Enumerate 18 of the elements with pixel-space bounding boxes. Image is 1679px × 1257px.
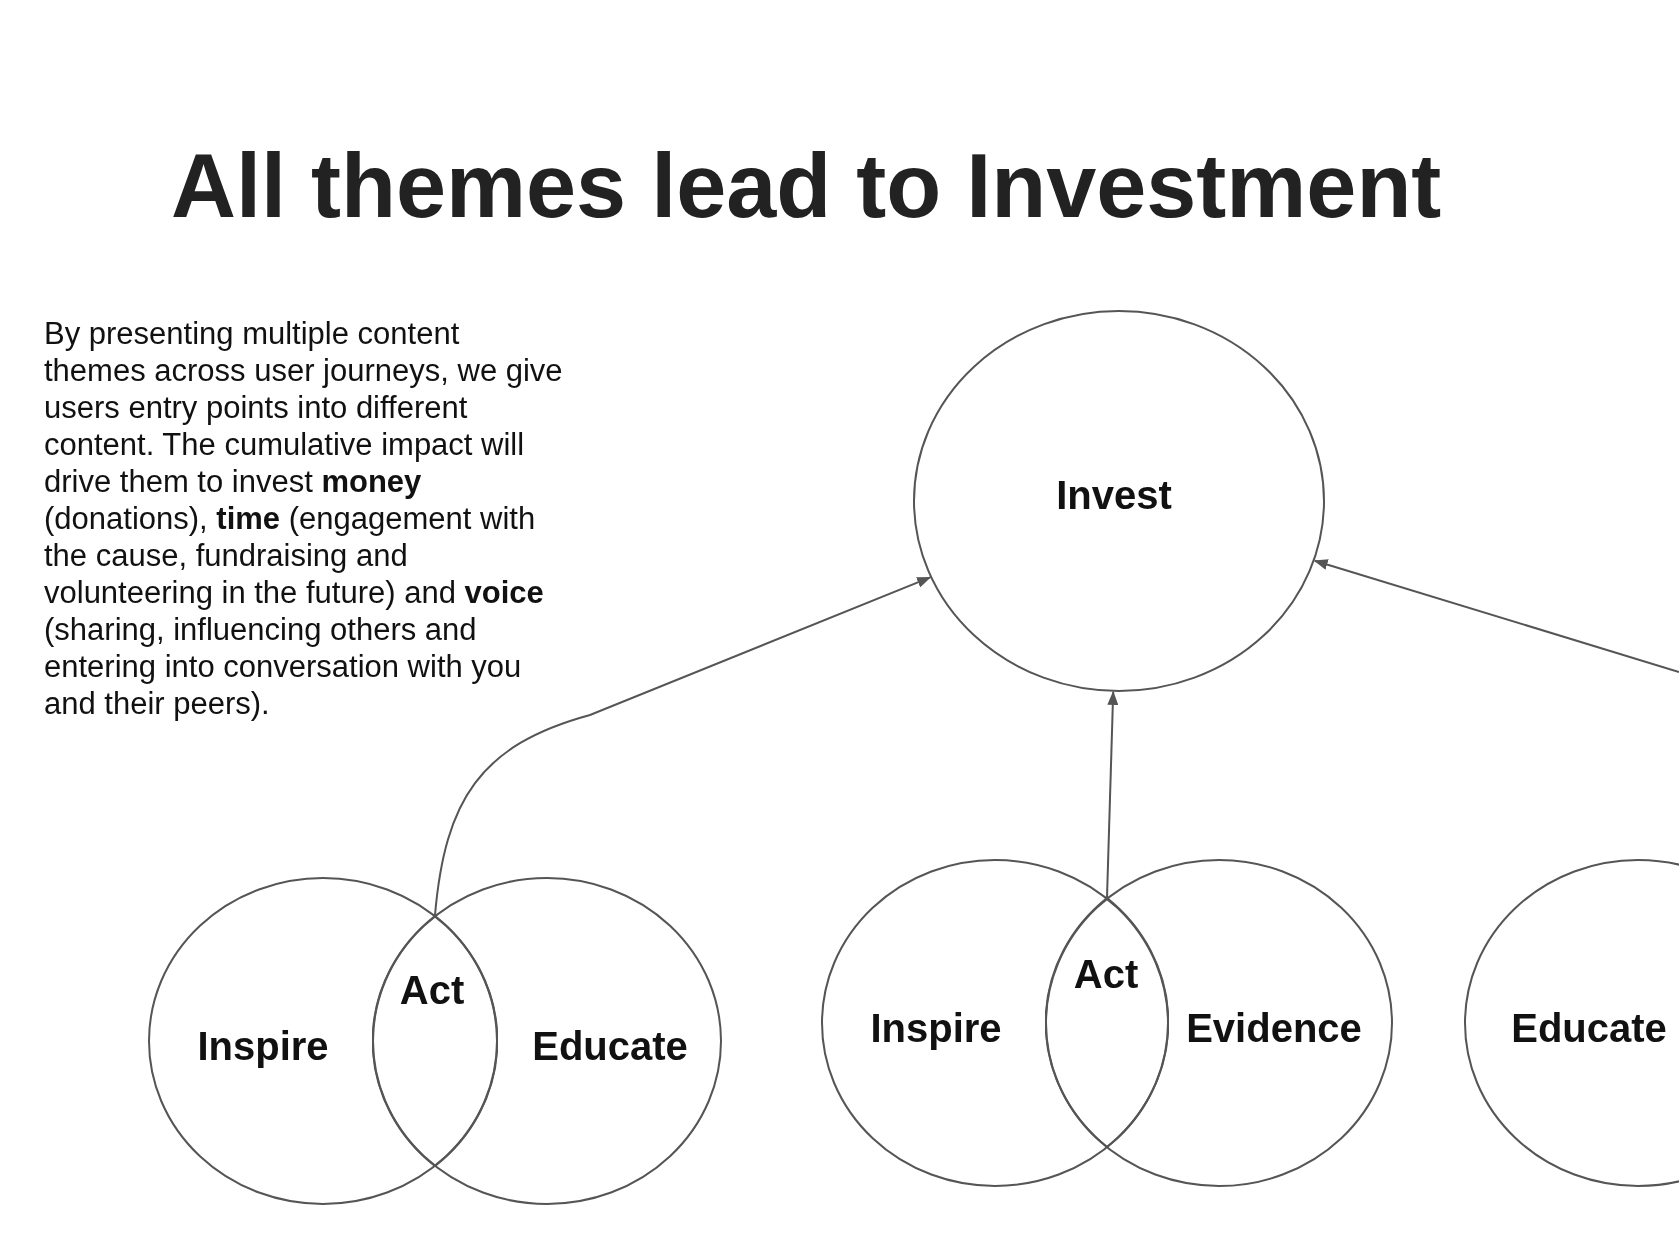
node-label: Educate bbox=[1511, 1005, 1667, 1051]
node-label: Act bbox=[1073, 951, 1139, 997]
node-label: Educate bbox=[532, 1023, 688, 1069]
circle-node bbox=[821, 859, 1169, 1187]
circle-node bbox=[913, 310, 1325, 692]
circle-node bbox=[372, 877, 722, 1205]
venn-overlap bbox=[1045, 897, 1169, 1149]
node-label: Inspire bbox=[870, 1005, 1002, 1051]
venn-overlap bbox=[372, 915, 498, 1167]
node-label: Invest bbox=[1056, 472, 1172, 518]
description-text: By presenting multiple content themes across user journeys, we give users entry points into different content. The cumulative impact will drive them to invest money (donations), time (engagement with the cause, fundraising and volunteering in the future) and voice (sharing, influencing others and entering into conversation with you and their peers). bbox=[44, 315, 564, 722]
node-label: Evidence bbox=[1186, 1005, 1362, 1051]
circle-node bbox=[1045, 859, 1393, 1187]
diagram-title: All themes lead to Investment bbox=[171, 141, 1442, 231]
circle-node bbox=[148, 877, 498, 1205]
arrow bbox=[1313, 559, 1679, 673]
node-label: Act bbox=[399, 967, 465, 1013]
node-label: Inspire bbox=[197, 1023, 329, 1069]
